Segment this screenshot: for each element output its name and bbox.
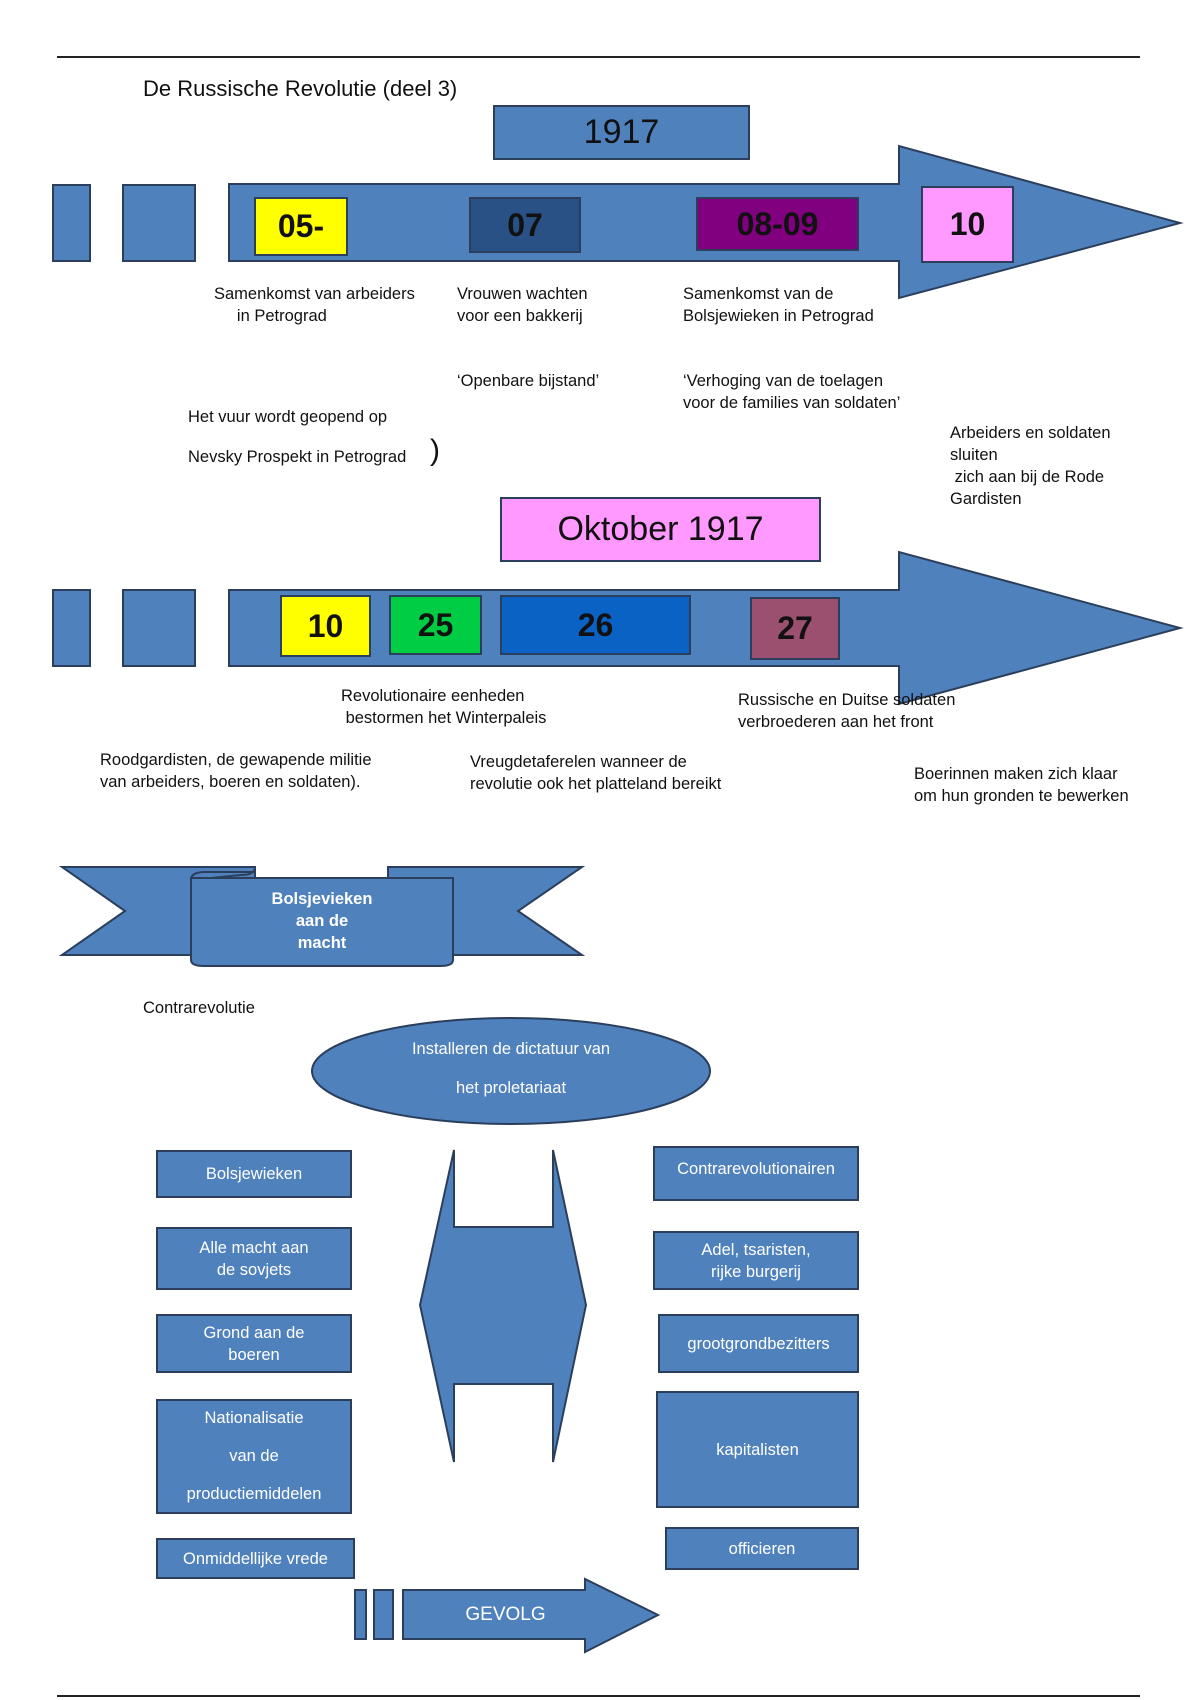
gevolg-stub-small	[354, 1589, 367, 1640]
year-label-box: 1917	[493, 105, 750, 160]
left-box-grond: Grond aan de boeren	[156, 1314, 352, 1373]
timeline1-stub-small	[52, 184, 91, 262]
left-box-alle-macht: Alle macht aan de sovjets	[156, 1227, 352, 1290]
note-boerinnen: Boerinnen maken zich klaar om hun gronde…	[914, 765, 1129, 805]
note-roodgardisten: Roodgardisten, de gewapende militie van …	[100, 751, 372, 791]
contrarevolutie-label: Contrarevolutie	[143, 999, 255, 1017]
left-box-vrede: Onmiddellijke vrede	[156, 1538, 355, 1579]
date-box-08-09: 08-09	[696, 197, 859, 251]
date-box-10: 10	[921, 186, 1014, 263]
gevolg-stub-large	[373, 1589, 394, 1640]
note-vreugdetaferelen: Vreugdetaferelen wanneer de revolutie oo…	[470, 753, 722, 793]
note-winterpaleis: Revolutionaire eenheden bestormen het Wi…	[341, 687, 547, 727]
top-rule	[57, 56, 1140, 58]
note-vuur-geopend: Het vuur wordt geopend op	[188, 408, 388, 426]
note-bolsjewieken-petrograd: Samenkomst van de Bolsjewieken in Petrog…	[683, 285, 874, 325]
banner-center	[190, 877, 454, 967]
note-nevsky-prospekt: Nevsky Prospekt in Petrograd	[188, 448, 407, 466]
timeline2-stub-small	[52, 589, 91, 667]
banner-fold-left	[189, 866, 256, 882]
note-verhoging-toelagen: ‘Verhoging van de toelagen voor de famil…	[683, 372, 901, 412]
right-box-contrarevolutionairen: Contrarevolutionairen	[653, 1146, 859, 1201]
timeline2-arrow	[228, 550, 1184, 706]
ellipse-line2: het proletariaat	[455, 1079, 567, 1097]
gevolg-label: GEVOLG	[465, 1604, 546, 1625]
right-box-kapitalisten: kapitalisten	[656, 1391, 859, 1508]
date-box-07: 07	[469, 197, 581, 253]
right-box-adel: Adel, tsaristen, rijke burgerij	[653, 1231, 859, 1290]
timeline2-stub-large	[122, 589, 196, 667]
left-box-nationalisatie: Nationalisatie van de productiemiddelen	[156, 1399, 352, 1514]
note-vrouwen-bakkerij: Vrouwen wachten voor een bakkerij	[457, 285, 588, 325]
timeline1-stub-large	[122, 184, 196, 262]
note-verbroederen: Russische en Duitse soldaten verbroedere…	[738, 691, 956, 731]
double-arrow-shape	[418, 1149, 588, 1463]
ellipse-line1: Installeren de dictatuur van	[411, 1040, 611, 1058]
bottom-rule	[57, 1695, 1140, 1697]
banner-label: Bolsjevieken aan de macht	[271, 890, 373, 952]
note-openbare-bijstand: ‘Openbare bijstand’	[457, 372, 600, 390]
right-box-grootgrondbezitters: grootgrondbezitters	[658, 1314, 859, 1373]
left-box-bolsjewieken: Bolsjewieken	[156, 1150, 352, 1198]
date-box-05: 05-	[254, 197, 348, 256]
closing-parenthesis: )	[430, 434, 440, 467]
note-arbeiders-petrograd: Samenkomst van arbeiders in Petrograd	[214, 285, 415, 325]
date-box-25: 25	[389, 595, 482, 655]
page-title: De Russische Revolutie (deel 3)	[143, 76, 458, 101]
note-arbeiders-soldaten: Arbeiders en soldaten sluiten zich aan b…	[950, 424, 1111, 508]
date-box-26: 26	[500, 595, 691, 655]
right-box-officieren: officieren	[665, 1527, 859, 1570]
ellipse-shape	[311, 1017, 711, 1125]
date-box-10-okt: 10	[280, 595, 371, 657]
gevolg-arrow	[402, 1577, 661, 1654]
month-label-box: Oktober 1917	[500, 497, 821, 562]
date-box-27: 27	[750, 597, 840, 660]
